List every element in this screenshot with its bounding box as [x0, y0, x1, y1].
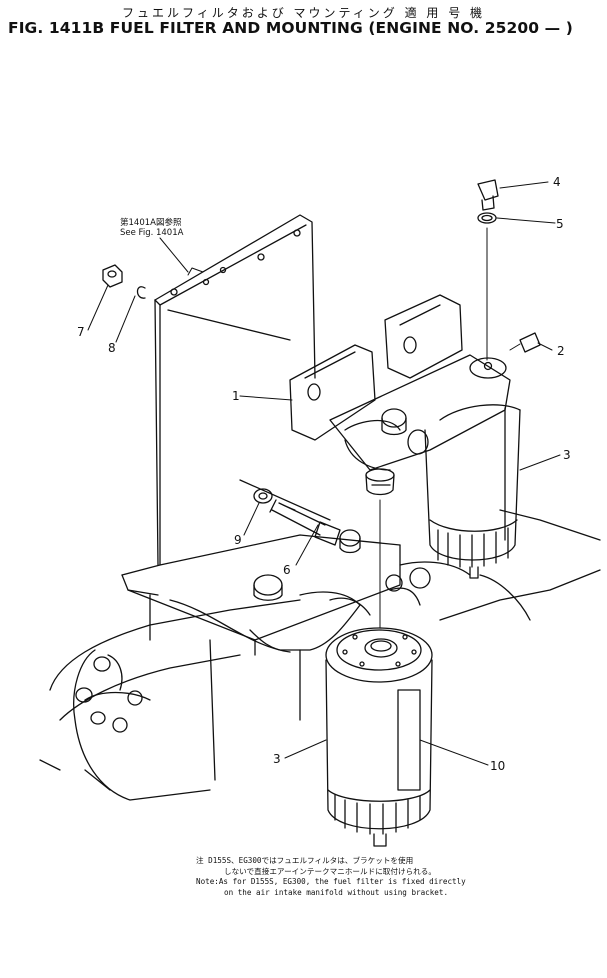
callout-numbers: 1 2 3 3 4 5 6 7 8 9 10 [77, 175, 571, 773]
callout-3-lower: 3 [273, 752, 281, 766]
replacement-filter [325, 627, 433, 847]
leader-lines [87, 181, 561, 766]
mounted-filter [424, 404, 521, 579]
callout-10: 10 [490, 759, 505, 773]
reference-note: 第1401A図参照 See Fig. 1401A [120, 218, 183, 238]
mounting-bracket [121, 214, 401, 656]
callout-2: 2 [557, 344, 565, 358]
small-parts [102, 179, 541, 546]
footnote: 注 D155S、EG300ではフュエルフィルタは、ブラケットを使用 しないで直接… [196, 856, 466, 898]
japanese-title: フュエルフィルタおよび マウンティング 適 用 号 機 [121, 6, 486, 20]
callout-7: 7 [77, 325, 85, 339]
callout-5: 5 [556, 217, 564, 231]
engine-block [39, 509, 601, 801]
filter-head [289, 294, 511, 496]
note-jp-line2: しないで直接エアーインテークマニホールドに取付けられる。 [224, 866, 436, 876]
reference-jp: 第1401A図参照 [120, 218, 182, 228]
note-jp-line1: 注 D155S、EG300ではフュエルフィルタは、ブラケットを使用 [196, 856, 414, 865]
assembly-lines [282, 227, 521, 629]
callout-9: 9 [234, 533, 242, 547]
callout-1: 1 [232, 389, 240, 403]
callout-3-upper: 3 [563, 448, 571, 462]
figure-title: FIG. 1411B FUEL FILTER AND MOUNTING (ENG… [8, 19, 573, 37]
callout-6: 6 [283, 563, 291, 577]
callout-8: 8 [108, 341, 116, 355]
note-en-line2: on the air intake manifold without using… [224, 887, 449, 897]
note-en-line1: Note:As for D155S, EG300, the fuel filte… [196, 877, 466, 886]
reference-en: See Fig. 1401A [120, 228, 184, 238]
callout-4: 4 [553, 175, 561, 189]
